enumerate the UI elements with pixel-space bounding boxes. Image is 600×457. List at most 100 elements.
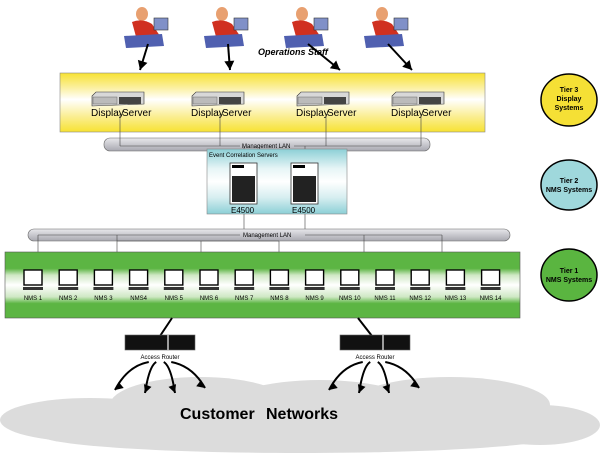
nms-label: NMS 5 [165, 296, 184, 302]
keyboard-icon [234, 287, 255, 290]
chair-icon [364, 34, 404, 48]
laptop-icon [153, 17, 169, 31]
nms-label: NMS4 [130, 296, 147, 302]
arrow-head-icon [329, 381, 338, 390]
lan-connectors-lower [37, 234, 443, 255]
operations-staff-label: Operations Staff [258, 47, 329, 57]
customer-networks-cloud [0, 377, 600, 453]
display-label: Display [91, 108, 124, 119]
laptop-icon [233, 17, 249, 31]
server-drive-bay [219, 97, 241, 104]
keyboard-icon [304, 287, 325, 290]
nms-label: NMS 11 [374, 296, 396, 302]
keyboard-icon [128, 287, 149, 290]
access-router: Access Router [114, 334, 206, 394]
keyboard-icon [339, 287, 360, 290]
customer-label: Customer [180, 406, 255, 423]
server-panel [297, 96, 323, 105]
operator-head [376, 7, 388, 21]
server-panel [92, 96, 118, 105]
arrow-head-icon [329, 60, 340, 70]
tier1-nms-band [4, 251, 521, 319]
networks-label: Networks [266, 406, 338, 423]
nms-workstation: NMS 11 [374, 269, 396, 302]
display-label: Display [391, 108, 424, 119]
server-status-bar [293, 165, 305, 168]
operator-person [124, 7, 169, 48]
monitor-icon [375, 269, 395, 286]
arrow-head-icon [196, 379, 205, 388]
keyboard-icon [93, 287, 114, 290]
server-vent [232, 176, 255, 202]
nms-label: NMS 13 [445, 296, 467, 302]
arrow-head-icon [168, 384, 177, 393]
nms-workstation: NMS 1 [23, 269, 43, 302]
chair-icon [284, 34, 324, 48]
access-router-label: Access Router [355, 355, 394, 361]
nms-label: NMS 6 [200, 296, 219, 302]
nms-workstation: NMS 14 [480, 269, 502, 302]
nms-label: NMS 10 [339, 296, 361, 302]
keyboard-icon [23, 287, 43, 290]
server-status-bar [232, 165, 244, 168]
monitor-icon [304, 269, 325, 286]
monitor-icon [58, 269, 78, 286]
monitor-icon [93, 269, 114, 286]
nms-workstation: NMS4 [128, 269, 149, 302]
operator-head [136, 7, 148, 21]
nms-label: NMS 12 [409, 296, 431, 302]
arrow-head-icon [115, 381, 124, 390]
chair-icon [204, 34, 244, 48]
arrow-head-icon [357, 384, 366, 393]
server-drive-bay [419, 97, 441, 104]
nms-label: NMS 7 [235, 296, 254, 302]
laptop-icon [313, 17, 329, 31]
laptop-icon [393, 17, 409, 31]
lan-connectors-upper [119, 114, 422, 158]
nms-workstation: NMS 12 [409, 269, 432, 302]
server-drive-bay [119, 97, 141, 104]
operator-person [284, 7, 329, 48]
monitor-icon [234, 269, 254, 286]
operator-person [204, 7, 249, 48]
tier3-line3: Systems [555, 105, 584, 112]
tier2-line2: NMS Systems [546, 187, 592, 194]
arrow-head-icon [382, 384, 391, 393]
server-vent [293, 176, 316, 202]
operations-staff-group [124, 7, 413, 71]
tier2-line1: Tier 2 [560, 178, 579, 185]
management-lan-upper-label: Management LAN [242, 144, 290, 150]
keyboard-icon [199, 287, 219, 290]
monitor-icon [340, 269, 360, 286]
nms-workstation: NMS 8 [269, 269, 290, 302]
router-icon [124, 334, 196, 351]
e4500-label: E4500 [231, 206, 255, 215]
arrow-head-icon [224, 60, 235, 70]
arrow-head-icon [137, 59, 148, 70]
tier3-badge: Tier 3 Display Systems [540, 73, 598, 127]
nms-workstation: NMS 9 [304, 269, 325, 302]
e4500-server: E4500 [229, 162, 258, 215]
tier1-line1: Tier 1 [560, 268, 579, 275]
tier1-badge: Tier 1 NMS Systems [540, 248, 598, 302]
nms-label: NMS 2 [59, 296, 78, 302]
server-drive-bay [324, 97, 346, 104]
router-icon [339, 334, 411, 351]
keyboard-icon [480, 287, 501, 290]
keyboard-icon [410, 287, 431, 290]
tier3-line2: Display [557, 96, 582, 103]
nms-workstation: NMS 5 [163, 269, 184, 302]
server-panel [192, 96, 218, 105]
nms-workstation: NMS 13 [445, 269, 467, 302]
e4500-server: E4500 [290, 162, 319, 215]
nms-workstation: NMS 2 [58, 269, 79, 302]
arrow-head-icon [143, 384, 152, 393]
keyboard-icon [269, 287, 290, 290]
arrow-head-icon [410, 379, 419, 388]
